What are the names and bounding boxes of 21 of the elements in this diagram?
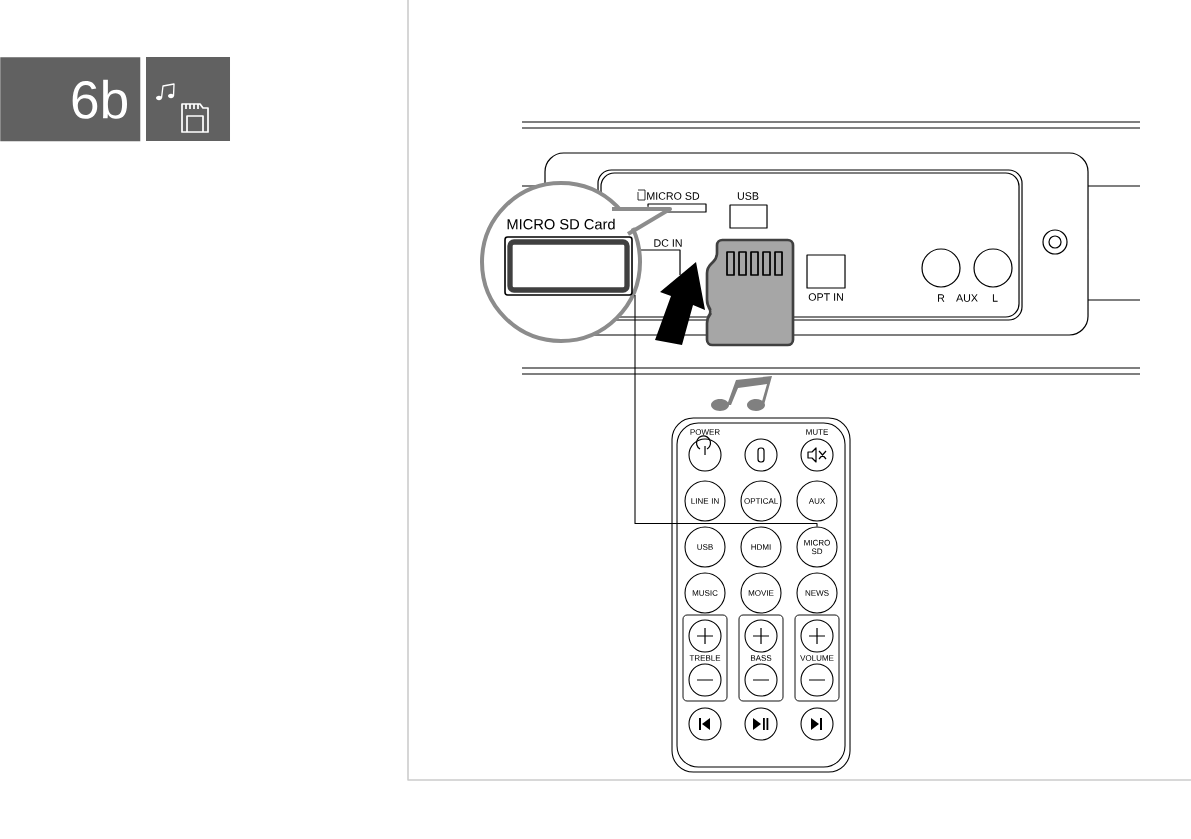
port-label: AUX xyxy=(956,294,978,302)
button-label: POWER xyxy=(690,429,720,435)
section-badge: 6b xyxy=(0,57,141,142)
port-label: OPT IN xyxy=(808,293,843,301)
remote-button: HDMI xyxy=(740,526,782,568)
remote-button: AUX xyxy=(796,480,838,522)
remote-button: OPTICAL xyxy=(740,480,782,522)
port-label: R xyxy=(938,294,945,302)
button-label: TREBLE xyxy=(689,655,721,661)
remote-button: USB xyxy=(684,526,726,568)
port-label: L xyxy=(992,294,998,302)
connector-line xyxy=(634,294,818,527)
remote-button: MUSIC xyxy=(684,572,726,614)
remote-button: NEWS xyxy=(796,572,838,614)
button-label: MUTE xyxy=(806,429,828,435)
port-label: USB xyxy=(737,192,759,200)
button-label: BASS xyxy=(751,655,772,661)
remote-button: MICRO SD xyxy=(796,526,838,568)
button-label: VOLUME xyxy=(800,655,834,661)
remote-button: MOVIE xyxy=(740,572,782,614)
remote-button: LINE IN xyxy=(684,480,726,522)
